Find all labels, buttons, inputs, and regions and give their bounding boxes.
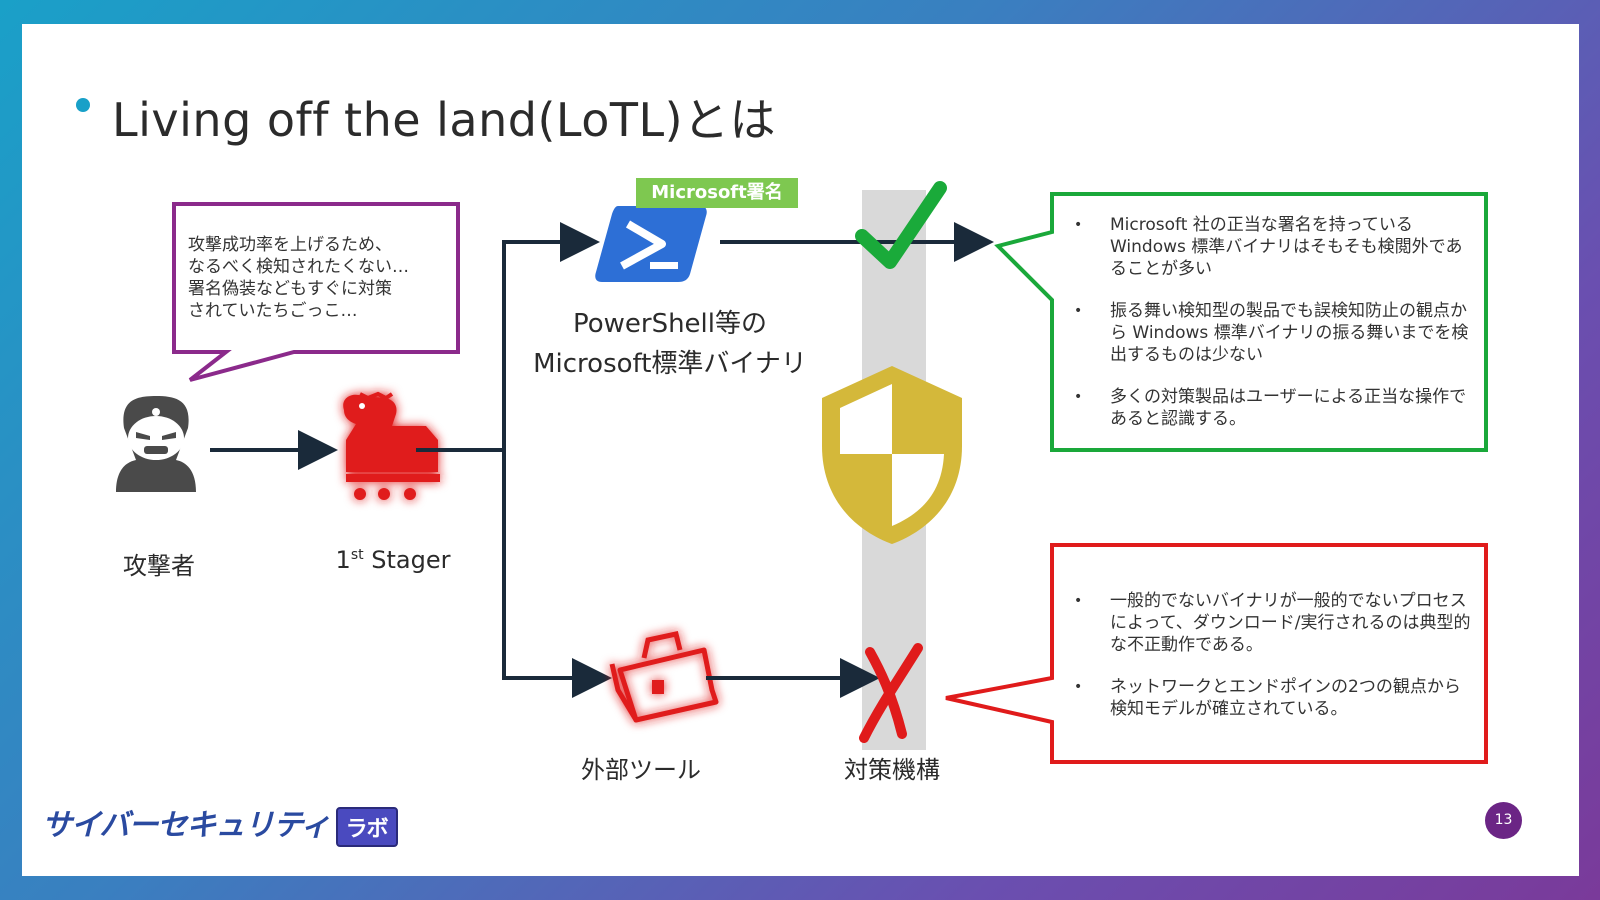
stager-label: 1st Stager	[308, 546, 478, 574]
shield-icon	[822, 366, 962, 544]
trojan-horse-icon	[343, 391, 440, 500]
microsoft-signed-badge: Microsoft署名	[636, 178, 798, 208]
attacker-icon	[116, 396, 196, 492]
speech-bubble	[172, 202, 460, 382]
powershell-icon	[595, 206, 707, 282]
check-icon	[855, 181, 947, 269]
slide-title: Living off the land(LoTL)とは	[112, 93, 777, 147]
speech-line: 攻撃成功率を上げるため、	[188, 235, 392, 255]
footer-logo-text: サイバーセキュリティ	[42, 808, 331, 843]
powershell-label: PowerShell等の Microsoft標準バイナリ	[520, 304, 820, 384]
green-box-text: Microsoft 社の正当な署名を持っている Windows 標準バイナリはそ…	[1074, 214, 1474, 450]
stager-label-sup: st	[350, 547, 364, 563]
page-number: 13	[1485, 802, 1522, 839]
attacker-label: 攻撃者	[123, 552, 195, 580]
green-box-item: Microsoft 社の正当な署名を持っている Windows 標準バイナリはそ…	[1074, 214, 1474, 280]
speech-line: 署名偽装などもすぐに対策	[188, 279, 392, 299]
speech-line: なるべく検知されたくない…	[188, 257, 409, 277]
toolbox-icon	[609, 631, 719, 723]
footer-logo-tag: ラボ	[335, 806, 398, 847]
speech-line: されていたちごっこ…	[188, 301, 358, 321]
powershell-label-line2: Microsoft標準バイナリ	[533, 349, 807, 379]
speech-text: 攻撃成功率を上げるため、 なるべく検知されたくない… 署名偽装などもすぐに対策 …	[188, 234, 448, 322]
footer-logo: サイバーセキュリティラボ	[42, 800, 398, 847]
red-box-item: 一般的でないバイナリが一般的でないプロセスによって、ダウンロード/実行されるのは…	[1074, 590, 1474, 656]
stager-label-suffix: Stager	[363, 546, 451, 574]
stager-label-prefix: 1	[335, 546, 351, 574]
cross-icon	[859, 643, 923, 743]
external-tool-label: 外部ツール	[581, 756, 701, 784]
title-bullet	[76, 98, 90, 112]
red-box-text: 一般的でないバイナリが一般的でないプロセスによって、ダウンロード/実行されるのは…	[1074, 590, 1474, 740]
red-box-item: ネットワークとエンドポインの2つの観点から検知モデルが確立されている。	[1074, 676, 1474, 720]
countermeasure-label: 対策機構	[844, 756, 940, 784]
powershell-label-line1: PowerShell等の	[572, 309, 768, 339]
green-box-item: 多くの対策製品はユーザーによる正当な操作であると認識する。	[1074, 386, 1474, 430]
green-box-item: 振る舞い検知型の製品でも誤検知防止の観点から Windows 標準バイナリの振る…	[1074, 300, 1474, 366]
